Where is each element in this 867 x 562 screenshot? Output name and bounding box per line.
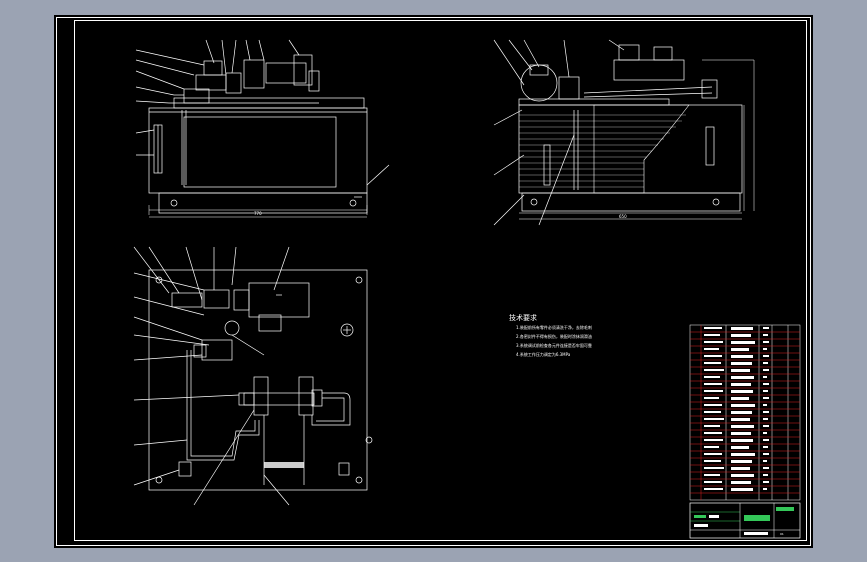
tech-notes-title: 技术要求 [509, 313, 537, 322]
side-tank-base [521, 192, 741, 212]
front-view [135, 39, 390, 218]
drawing-viewport[interactable]: 770 [54, 15, 813, 548]
plan-view [133, 246, 373, 506]
sheet-number: 01 [780, 532, 784, 536]
tech-note-4: 4.系统工作压力调定为6.3MPa [516, 351, 571, 357]
parts-list-rows [690, 331, 800, 494]
side-cutaway-hatching [519, 114, 686, 188]
base-bolt-left [170, 199, 178, 207]
base-plate [148, 269, 368, 491]
side-motor-circle [520, 64, 558, 102]
inner-frame-border [74, 20, 807, 541]
tech-note-3: 3.系统调试前检查各元件连接是否牢固可靠 [516, 342, 592, 348]
side-tank-body [518, 104, 743, 194]
tech-note-1: 1.装配前所有零件必须清洗干净，去除毛刺 [516, 324, 592, 330]
base-bolt-right [349, 199, 357, 207]
tech-note-2: 2.各密封件不得有损伤，装配时涂抹润滑油 [516, 333, 592, 339]
tank-front-panel [183, 116, 337, 188]
front-view-width-dim: 770 [254, 211, 262, 216]
title-block-name-cell [744, 515, 770, 521]
parts-list-table [689, 324, 801, 501]
side-view [493, 39, 755, 226]
outer-sheet-border [56, 17, 811, 546]
breather-symbol [340, 323, 354, 337]
parts-list-entries [704, 327, 769, 491]
pressure-gauge [224, 320, 240, 336]
filter-strip [264, 462, 304, 468]
motor-body [248, 282, 310, 318]
tank-base [158, 192, 368, 214]
technical-notes: 技术要求 1.装配前所有零件必须清洗干净，去除毛刺 2.各密封件不得有损伤，装配… [509, 313, 592, 357]
title-block: 01 [689, 502, 801, 539]
cad-drawing-sheet: 770 [56, 17, 811, 546]
side-view-width-dim: 650 [619, 214, 627, 219]
